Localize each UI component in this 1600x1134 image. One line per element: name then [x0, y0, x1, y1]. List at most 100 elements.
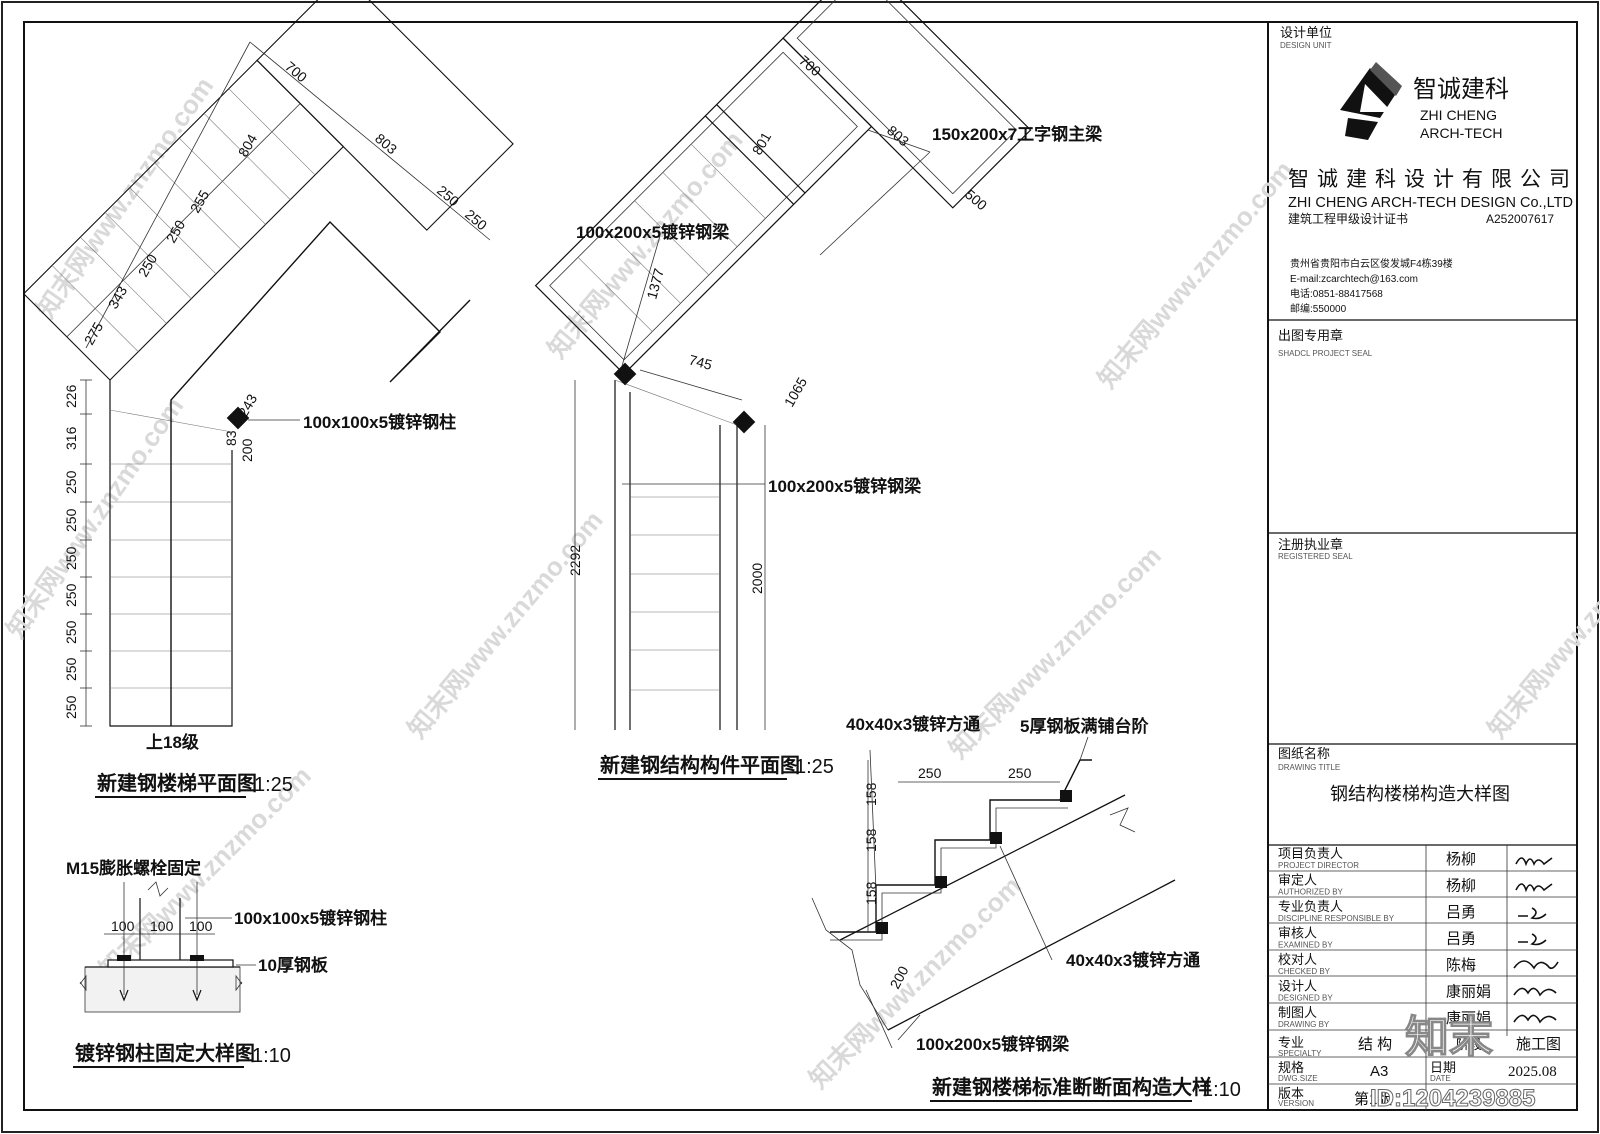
brand-cn: 智诚建科	[1413, 76, 1509, 103]
plan-title: 新建钢楼梯平面图	[97, 771, 257, 795]
column-fixing-detail: 100 100 100 M15膨胀螺栓固定 100x100x5镀锌钢柱 10厚钢…	[66, 858, 387, 1068]
plan-left-dim-6: 250	[63, 583, 79, 607]
signatures	[1513, 857, 1559, 1024]
member-plan-scale: 1:25	[795, 756, 834, 778]
project-seal-label-en: SHADCL PROJECT SEAL	[1278, 349, 1373, 358]
drawing-title-label-en: DRAWING TITLE	[1278, 763, 1340, 772]
plan-dim-803: 803	[372, 130, 400, 157]
specialty-label: 专业	[1278, 1035, 1304, 1050]
company-phone: 电话:0851-88417568	[1290, 287, 1383, 300]
registered-seal-label: 注册执业章	[1278, 537, 1343, 552]
stair-plan: 700 804 803 255 250 250 343 275 250 250 …	[22, 0, 514, 798]
plan-left-dim-3: 250	[63, 470, 79, 494]
watermark-2: 知末网www.znzmo.com	[0, 392, 189, 644]
personnel-name-5: 康丽娟	[1446, 984, 1491, 1001]
plan-dim-250d: 250	[163, 217, 189, 245]
section-tube-label: 40x40x3镀锌方通	[1066, 950, 1200, 970]
design-unit-label-en: DESIGN UNIT	[1280, 41, 1332, 50]
section-dim-158c: 158	[863, 881, 879, 905]
member-dim-2292: 2292	[567, 545, 583, 576]
watermark-3: 知末网www.znzmo.com	[542, 125, 749, 364]
size-value: A3	[1370, 1063, 1388, 1080]
stringer-label-top: 100x200x5镀锌钢梁	[576, 222, 730, 242]
plan-left-dim-5: 250	[63, 546, 79, 570]
personnel-role-5: 设计人	[1278, 979, 1317, 994]
member-dim-1377: 1377	[643, 266, 667, 300]
plan-dim-700: 700	[282, 58, 310, 85]
member-column-left	[613, 362, 637, 386]
section-dim-250a: 250	[918, 765, 942, 781]
drawing-title: 钢结构楼梯构造大样图	[1330, 784, 1510, 804]
section-title: 新建钢楼梯标准断断面构造大样	[932, 1075, 1212, 1099]
section-dim-250b: 250	[1008, 765, 1032, 781]
member-dim-801: 801	[749, 129, 775, 157]
member-plan-title: 新建钢结构构件平面图	[600, 753, 800, 777]
stage-value: 施工图	[1516, 1036, 1561, 1053]
plan-left-dim-2: 316	[63, 426, 79, 450]
personnel-role-6: 制图人	[1278, 1005, 1317, 1020]
column-detail-title: 镀锌钢柱固定大样图	[75, 1041, 255, 1065]
plan-steps-label: 上18级	[146, 732, 199, 752]
plan-left-dim-1: 226	[63, 384, 79, 408]
main-beam-label: 150x200x7工字钢主梁	[932, 124, 1103, 144]
plan-dim-250a: 250	[434, 182, 462, 209]
watermark-7: 知末网www.znzmo.com	[803, 870, 1027, 1094]
title-block: 设计单位 DESIGN UNIT 智诚建科 ZHI CHENG ARCH-TEC…	[1268, 25, 1577, 1110]
personnel-role-en-6: DRAWING BY	[1278, 1020, 1330, 1029]
date-label: 日期	[1430, 1060, 1456, 1075]
corner-id: ID:1204239885	[1370, 1085, 1535, 1112]
member-dim-803: 803	[884, 122, 912, 149]
personnel-name-2: 吕勇	[1446, 904, 1476, 921]
size-label-en: DWG.SIZE	[1278, 1074, 1318, 1083]
personnel-role-4: 校对人	[1278, 952, 1317, 967]
section-plate-label: 5厚钢板满铺台阶	[1020, 716, 1149, 736]
column-detail-plate-label: 10厚钢板	[258, 955, 329, 975]
stair-section-detail: 250 250 158 158 158 200 40x40x3镀锌方通 5厚钢板…	[811, 714, 1241, 1102]
section-weld-blocks	[876, 790, 1072, 934]
plan-left-dim-8: 250	[63, 657, 79, 681]
personnel-role-en-0: PROJECT DIRECTOR	[1278, 861, 1359, 870]
plan-left-dim-7: 250	[63, 620, 79, 644]
section-scale: 1:10	[1202, 1079, 1241, 1101]
drawing-frame	[23, 21, 1578, 1111]
member-dim-745: 745	[687, 351, 714, 373]
column-bolt-label: M15膨胀螺栓固定	[66, 858, 201, 878]
member-dim-2000: 2000	[749, 563, 765, 594]
column-dim-2: 100	[150, 918, 174, 934]
plan-left-dim-9: 250	[63, 695, 79, 719]
personnel-role-en-5: DESIGNED BY	[1278, 994, 1333, 1003]
section-dim-158a: 158	[863, 782, 879, 806]
date-label-en: DATE	[1430, 1074, 1451, 1083]
design-unit-label: 设计单位	[1280, 25, 1332, 40]
certificate-number: A252007617	[1486, 212, 1554, 226]
company-postcode: 邮编:550000	[1290, 302, 1347, 315]
watermark-1: 知末网www.znzmo.com	[30, 72, 219, 324]
personnel-role-2: 专业负责人	[1278, 899, 1343, 914]
drawing-title-label: 图纸名称	[1278, 746, 1330, 761]
personnel-role-0: 项目负责人	[1278, 846, 1343, 861]
specialty-value: 结 构	[1358, 1036, 1392, 1053]
plan-dim-250b: 250	[462, 206, 490, 233]
personnel-name-0: 杨柳	[1446, 851, 1476, 868]
certificate-label: 建筑工程甲级设计证书	[1288, 211, 1408, 226]
personnel-role-en-4: CHECKED BY	[1278, 967, 1331, 976]
personnel-name-1: 杨柳	[1446, 878, 1476, 895]
plan-dim-250c: 250	[135, 251, 161, 279]
section-top-tube-label: 40x40x3镀锌方通	[846, 714, 980, 734]
section-beam-label: 100x200x5镀锌钢梁	[916, 1034, 1070, 1054]
brand-en-2: ARCH-TECH	[1420, 125, 1502, 141]
plan-left-dim-4: 250	[63, 508, 79, 532]
company-email: E-mail:zcarchtech@163.com	[1290, 274, 1418, 285]
personnel-role-3: 审核人	[1278, 926, 1317, 941]
plan-dim-83: 83	[223, 430, 239, 446]
personnel-role-en-2: DISCIPLINE RESPONSIBLE BY	[1278, 914, 1395, 923]
plan-dim-804: 804	[235, 131, 261, 159]
watermark-9: 知末网www.znzmo.com	[1482, 505, 1600, 744]
member-dim-500: 500	[962, 186, 990, 213]
member-dim-1065: 1065	[781, 374, 811, 409]
plan-dim-255: 255	[187, 187, 213, 215]
company-name-en: ZHI CHENG ARCH-TECH DESIGN Co.,LTD	[1288, 195, 1573, 211]
personnel-role-en-3: EXAMINED BY	[1278, 941, 1333, 950]
